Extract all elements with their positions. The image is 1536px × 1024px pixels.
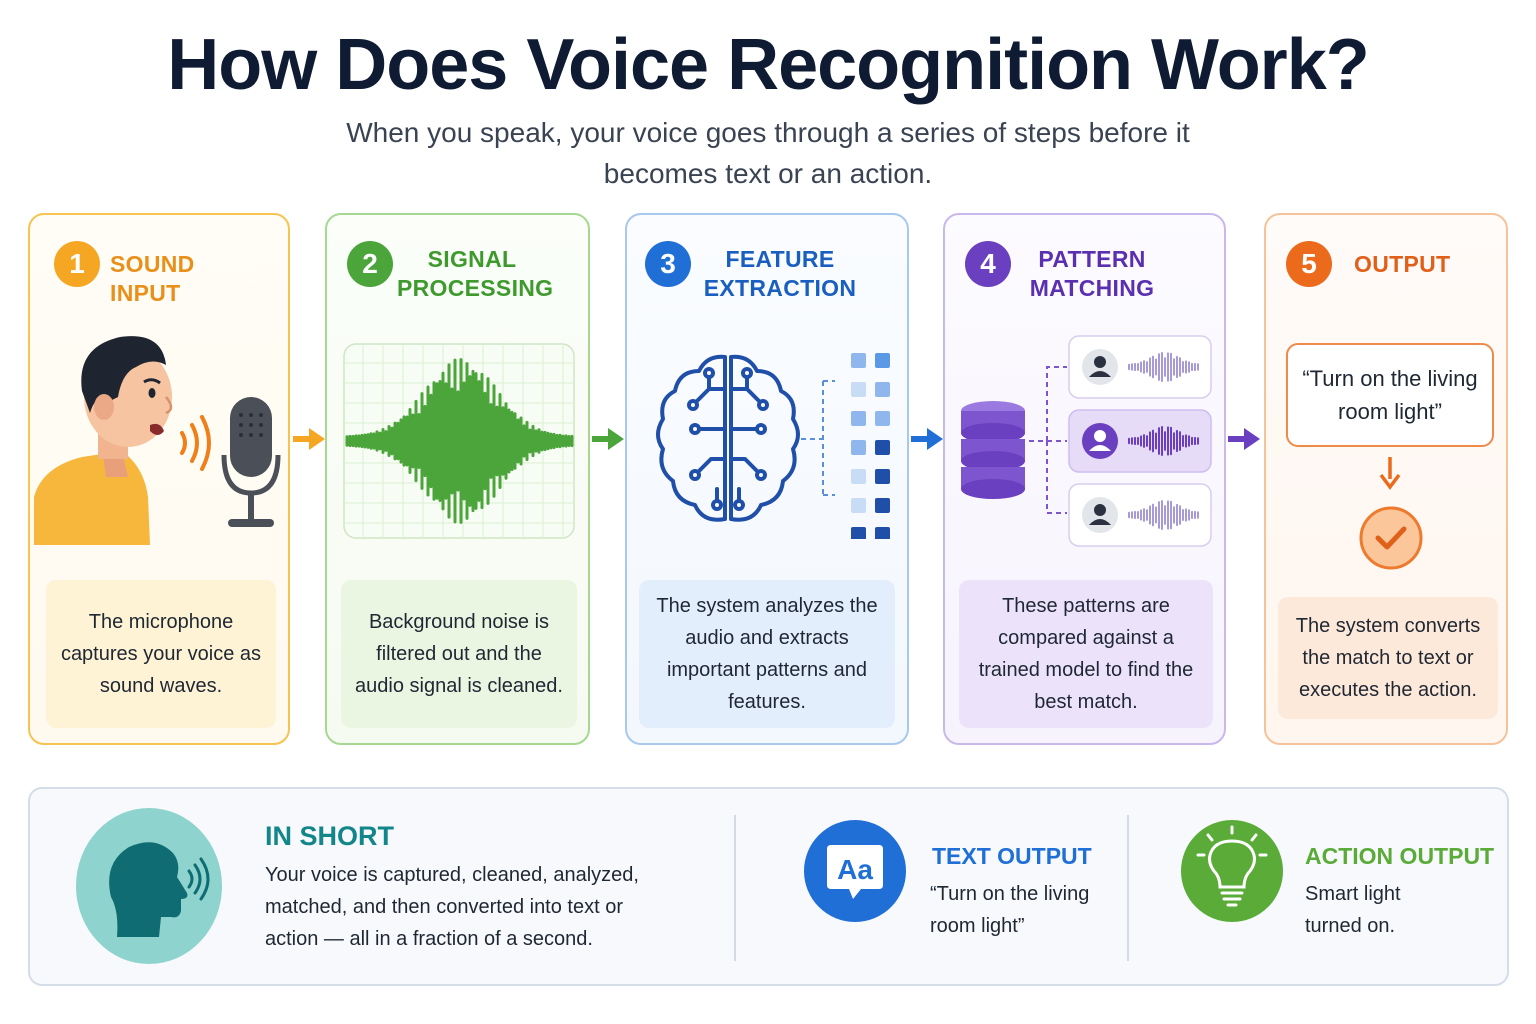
step-number-badge: 2 [347, 241, 393, 287]
step-title: SOUND INPUT [110, 251, 195, 306]
step-card-sound-input: 1 SOUND INPUT The microp [28, 213, 290, 745]
text-output-title: TEXT OUTPUT [932, 843, 1092, 869]
brain-circuit-icon [656, 353, 890, 539]
page-title: How Does Voice Recognition Work? [167, 25, 1369, 105]
step-number-badge: 4 [965, 241, 1011, 287]
action-output-text: Smart light turned on. [1305, 883, 1401, 937]
divider [1127, 815, 1129, 961]
step-description: The system analyzes the audio and extrac… [639, 580, 895, 728]
step-card-pattern-matching: 4 PATTERN MATCHING These patterns are co… [943, 213, 1226, 745]
step-description: These patterns are compared against a tr… [959, 580, 1213, 728]
page-subtitle: When you speak, your voice goes through … [346, 117, 1190, 189]
step-title: FEATURE EXTRACTION [703, 246, 857, 301]
step-description: The microphone captures your voice as so… [46, 580, 276, 728]
text-output-icon-label: Aa [837, 854, 873, 885]
head-speaking-icon [76, 808, 222, 964]
step-card-feature-extraction: 3 FEATURE EXTRACTION The system analyzes… [625, 213, 909, 745]
step-number-badge: 1 [54, 241, 100, 287]
summary-panel: IN SHORT Your voice is captured, cleaned… [28, 787, 1509, 986]
action-output-title: ACTION OUTPUT [1305, 843, 1495, 869]
waveform-icon [343, 343, 575, 539]
divider [734, 815, 736, 961]
step-card-output: 5 OUTPUT “Turn on the living room light”… [1264, 213, 1508, 745]
step-description: Background noise is filtered out and the… [341, 580, 577, 728]
arrow-right-icon [911, 428, 943, 450]
step-title: OUTPUT [1354, 251, 1451, 277]
in-short-text: Your voice is captured, cleaned, analyze… [265, 864, 639, 950]
lightbulb-icon [1181, 820, 1283, 922]
check-circle-icon [1359, 506, 1423, 570]
arrow-right-icon [592, 428, 624, 450]
step-description: The system converts the match to text or… [1278, 597, 1498, 719]
arrow-right-icon [293, 428, 325, 450]
step-title: SIGNAL PROCESSING [397, 246, 554, 301]
output-quote-box: “Turn on the living room light” [1286, 343, 1494, 447]
arrow-down-icon [1379, 457, 1401, 490]
step-card-signal-processing: 2 SIGNAL PROCESSING Background noise is … [325, 213, 590, 745]
step-title: PATTERN MATCHING [1029, 246, 1155, 301]
database-match-icon [961, 335, 1212, 547]
text-output-icon: Aa [804, 820, 906, 922]
text-output-text: “Turn on the living room light” [930, 883, 1090, 937]
step-number-badge: 3 [645, 241, 691, 287]
arrow-right-icon [1228, 428, 1260, 450]
in-short-title: IN SHORT [265, 821, 395, 851]
person-speaking-microphone-icon [34, 336, 281, 545]
step-number-badge: 5 [1286, 241, 1332, 287]
